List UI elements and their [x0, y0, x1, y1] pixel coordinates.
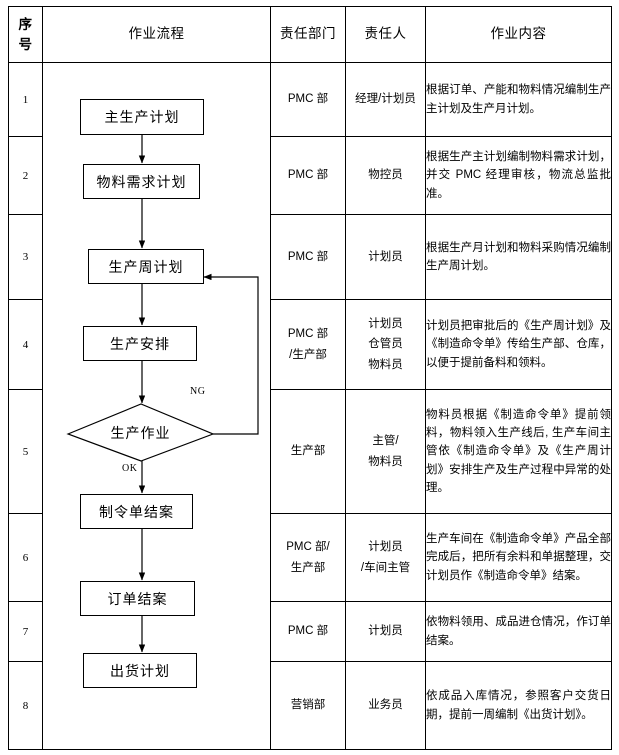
row-content: 根据生产主计划编制物料需求计划，并交 PMC 经理审核，物流总监批准。 [425, 136, 612, 215]
node-label: 主生产计划 [104, 109, 180, 125]
row-department: PMC 部 [270, 136, 346, 215]
column-header-person: 责任人 [345, 6, 426, 63]
row-sequence: 3 [8, 214, 43, 300]
column-header-flow: 作业流程 [42, 6, 271, 63]
row-person: 计划员 [345, 601, 426, 662]
row-content: 根据生产月计划和物料采购情况编制生产周计划。 [425, 214, 612, 300]
node-label: 生产作业 [110, 424, 171, 441]
row-content: 依物料领用、成品进仓情况，作订单结案。 [425, 601, 612, 662]
row-content: 计划员把审批后的《生产周计划》及《制造命令单》传给生产部、仓库，以便于提前备料和… [425, 299, 612, 390]
column-header-sequence-line1: 序 [18, 16, 33, 32]
column-header-content: 作业内容 [425, 6, 612, 63]
row-content: 生产车间在《制造命令单》产品全部完成后，把所有余料和单据整理，交计划员作《制造命… [425, 513, 612, 602]
row-content: 根据订单、产能和物料情况编制生产主计划及生产月计划。 [425, 62, 612, 137]
node-label: 制令单结案 [99, 503, 174, 520]
row-person: 业务员 [345, 661, 426, 750]
node-material-requirement-plan[interactable]: 物料需求计划 [83, 164, 200, 199]
node-label: 出货计划 [110, 662, 170, 679]
table-row: 2 PMC 部 物控员 根据生产主计划编制物料需求计划，并交 PMC 经理审核，… [8, 136, 612, 215]
row-sequence: 6 [8, 513, 43, 602]
row-department: PMC 部 [270, 62, 346, 137]
row-content: 依成品入库情况，参照客户交货日期，提前一周编制《出货计划》。 [425, 661, 612, 750]
node-label: 物料需求计划 [96, 173, 187, 190]
row-sequence: 2 [8, 136, 43, 215]
node-master-production-plan[interactable]: 主生产计划 [80, 99, 204, 135]
table-row: 6 PMC 部/生产部 计划员/车间主管 生产车间在《制造命令单》产品全部完成后… [8, 513, 612, 602]
row-department: PMC 部/生产部 [270, 299, 346, 390]
column-header-department: 责任部门 [270, 6, 346, 63]
row-department: 生产部 [270, 389, 346, 514]
node-production-arrangement[interactable]: 生产安排 [83, 326, 197, 361]
table-row: 8 营销部 业务员 依成品入库情况，参照客户交货日期，提前一周编制《出货计划》。 [8, 661, 612, 750]
column-header-sequence: 序 号 [8, 6, 43, 63]
row-sequence: 1 [8, 62, 43, 137]
row-department: PMC 部 [270, 601, 346, 662]
row-sequence: 8 [8, 661, 43, 750]
node-order-closure[interactable]: 订单结案 [80, 581, 195, 616]
row-department: 营销部 [270, 661, 346, 750]
table-row: 3 PMC 部 计划员 根据生产月计划和物料采购情况编制生产周计划。 [8, 214, 612, 300]
row-person: 计划员仓管员物料员 [345, 299, 426, 390]
row-person: 主管/物料员 [345, 389, 426, 514]
node-label: 订单结案 [107, 590, 168, 607]
node-production-operation[interactable]: 生产作业 [68, 404, 213, 461]
node-label: 生产安排 [110, 335, 170, 352]
row-person: 计划员/车间主管 [345, 513, 426, 602]
column-header-sequence-line2: 号 [18, 36, 33, 52]
row-sequence: 4 [8, 299, 43, 390]
node-label: 生产周计划 [108, 258, 184, 275]
row-person: 物控员 [345, 136, 426, 215]
row-sequence: 5 [8, 389, 43, 514]
table-header-row: 序 号 作业流程 责任部门 责任人 作业内容 [8, 6, 612, 63]
row-sequence: 7 [8, 601, 43, 662]
row-department: PMC 部 [270, 214, 346, 300]
table-row: 4 PMC 部/生产部 计划员仓管员物料员 计划员把审批后的《生产周计划》及《制… [8, 299, 612, 390]
node-weekly-production-plan[interactable]: 生产周计划 [88, 249, 204, 284]
row-content: 物料员根据《制造命令单》提前领料，物料领入生产线后, 生产车间主管依《制造命令单… [425, 389, 612, 514]
node-work-order-closure[interactable]: 制令单结案 [80, 494, 193, 529]
row-department: PMC 部/生产部 [270, 513, 346, 602]
node-shipping-plan[interactable]: 出货计划 [83, 653, 197, 688]
row-person: 计划员 [345, 214, 426, 300]
row-person: 经理/计划员 [345, 62, 426, 137]
table-row: 5 生产部 主管/物料员 物料员根据《制造命令单》提前领料，物料领入生产线后, … [8, 389, 612, 514]
